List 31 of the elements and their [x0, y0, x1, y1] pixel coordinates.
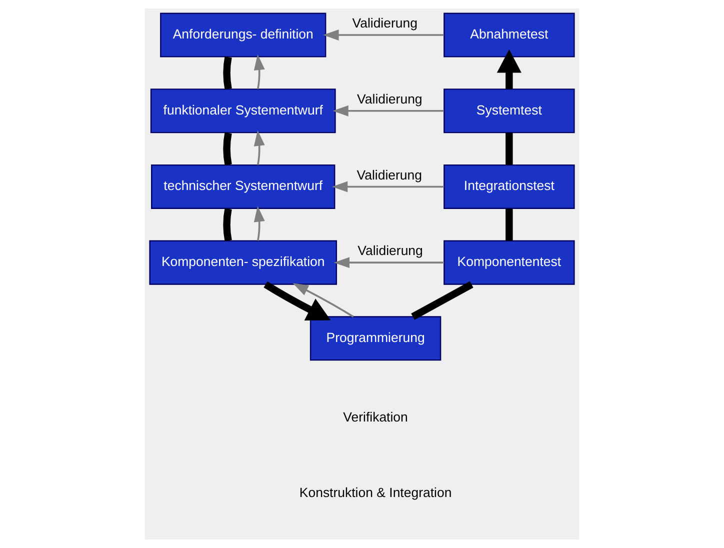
node-box: Systemtest: [444, 88, 575, 134]
legend-label: Verifikation: [343, 409, 408, 424]
node-box: funktionaler Systementwurf: [150, 88, 336, 134]
edge-label: Validierung: [358, 243, 423, 258]
arrow: [292, 283, 354, 318]
connector: [506, 208, 513, 241]
arrow: [254, 130, 265, 166]
node-box: Integrationstest: [444, 164, 575, 209]
connector: [411, 281, 474, 320]
arrow: [323, 30, 444, 41]
arrow: [496, 49, 522, 90]
edge-label: Validierung: [352, 16, 418, 31]
connector: [223, 132, 232, 166]
arrow: [264, 281, 331, 321]
legend-label: Konstruktion & Integration: [299, 485, 452, 500]
node-box: Komponententest: [444, 240, 575, 285]
arrow: [332, 181, 444, 192]
edge-label: Validierung: [357, 91, 422, 106]
arrow: [334, 257, 444, 268]
node-box: technischer Systementwurf: [151, 164, 336, 209]
connector: [506, 132, 513, 165]
arrow: [254, 206, 265, 241]
node-box: Programmierung: [310, 316, 442, 361]
connector: [223, 56, 232, 90]
arrow: [254, 54, 265, 90]
edge-label: Validierung: [356, 167, 422, 182]
connector: [223, 208, 232, 242]
node-box: Komponenten- spezifikation: [149, 240, 338, 285]
node-box: Abnahmetest: [444, 12, 575, 58]
arrow: [332, 105, 444, 116]
node-box: Anforderungs- definition: [160, 12, 326, 58]
